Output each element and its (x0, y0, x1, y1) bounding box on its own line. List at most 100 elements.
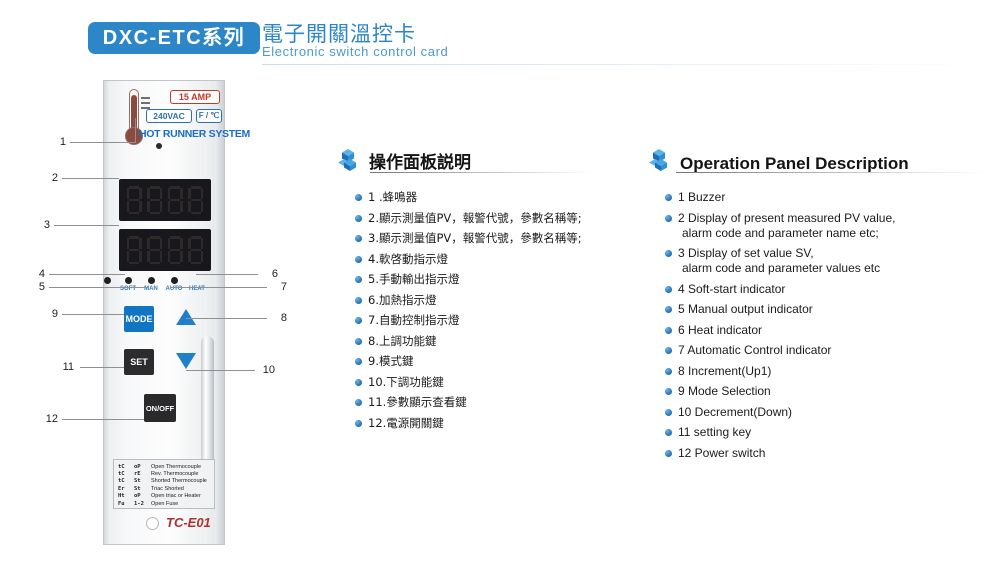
callout-number-9: 9 (51, 308, 58, 320)
temperature-unit-label: F / ℃ (198, 111, 220, 120)
bullet-icon (665, 194, 672, 201)
error-row: Er St Triac Shorted (118, 485, 210, 492)
list-item-label: 8.上調功能鍵 (368, 333, 437, 348)
list-item: 1 .蜂鳴器 (355, 190, 625, 205)
error-code-1: tC (118, 471, 125, 478)
list-item-label: 7 Automatic Control indicator (678, 343, 832, 357)
led-man (148, 277, 155, 284)
list-item: 4 Soft-start indicator (665, 282, 975, 297)
error-code-1: Ht (118, 493, 125, 500)
amp-rating-label: 15 AMP (178, 91, 212, 102)
callout-line-8 (186, 318, 267, 319)
error-code-1: tC (118, 478, 125, 485)
header-divider (262, 64, 987, 65)
list-item: 12 Power switch (665, 446, 975, 461)
callout-number-6: 6 (271, 268, 278, 280)
list-item-label: 11 setting key (678, 425, 752, 439)
list-item: 11 setting key (665, 425, 975, 440)
bullet-icon (355, 358, 362, 365)
callout-number-5: 5 (38, 281, 45, 293)
led-label-man: MAN (144, 286, 158, 292)
bullet-icon (355, 378, 362, 386)
list-item-sublabel: alarm code and parameter values etc (682, 261, 881, 275)
callout-number-1: 1 (59, 136, 66, 148)
callout-line-6 (196, 274, 258, 275)
led-label-auto: AUTO (165, 286, 183, 292)
error-code-table: tC oP Open Thermocouple tC rE Rev. Therm… (113, 459, 215, 509)
device-right-edge (215, 81, 224, 544)
callout-number-8: 8 (280, 312, 287, 324)
set-button[interactable]: SET (124, 349, 154, 375)
device-handle (201, 336, 214, 476)
error-code-2: rE (134, 471, 141, 478)
list-item-label: 11.參數顯示查看鍵 (368, 395, 467, 409)
bullet-icon (355, 419, 362, 427)
list-item: 12.電源開關鍵 (355, 416, 625, 431)
error-desc: Open triac or Heater (151, 493, 201, 500)
increment-up-arrow-icon[interactable] (176, 309, 196, 325)
power-button[interactable]: ON/OFF (144, 394, 176, 422)
error-row: Fu 1-2 Open Fuse (118, 500, 210, 507)
callout-number-12: 12 (45, 413, 58, 425)
error-desc: Open Fuse (151, 500, 179, 507)
device-left-edge (104, 81, 110, 544)
callout-line-2 (62, 178, 119, 179)
list-item: 1 Buzzer (665, 190, 975, 205)
panel-cn-list: 1 .蜂鳴器 2.顯示測量值PV，報警代號，參數名稱等; 3.顯示測量值PV，報… (355, 190, 625, 436)
brand-badge-label: DXC-ETC系列 (102, 27, 246, 49)
error-code-2: oP (134, 463, 141, 470)
callout-number-4: 4 (38, 268, 45, 280)
error-desc: Triac Shorted (151, 485, 184, 492)
list-item-label: 3.顯示測量值PV，報警代號，參數名稱等; (368, 231, 582, 245)
list-item-label: 2 Display of present measured PV value, (678, 210, 896, 225)
led-heat (104, 277, 111, 284)
list-item-label: 1 .蜂鳴器 (368, 190, 418, 204)
bullet-icon (355, 399, 362, 406)
cube-cluster-icon (648, 148, 672, 172)
panel-cn-header: 操作面板説明 (337, 148, 471, 172)
temperature-unit-tag: F / ℃ (196, 109, 222, 123)
panel-en-list: 1 Buzzer 2 Display of present measured P… (665, 190, 975, 466)
list-item-label: 5 Manual output indicator (678, 302, 813, 316)
error-row: tC rE Rev. Thermocouple (118, 470, 210, 477)
led-label-heat: HEAT (189, 286, 205, 292)
bullet-icon (355, 214, 362, 222)
error-row: tC St Shorted Thermocouple (118, 478, 210, 485)
error-code-2: St (134, 478, 141, 485)
bullet-icon (665, 306, 672, 313)
list-item: 7.自動控制指示燈 (355, 313, 625, 328)
bullet-icon (355, 337, 362, 345)
list-item-label: 4.軟啓動指示燈 (368, 251, 448, 266)
amp-rating-tag: 15 AMP (170, 90, 220, 104)
list-item-label: 1 Buzzer (678, 190, 726, 204)
list-item-label: 6 Heat indicator (678, 322, 763, 337)
panel-en-divider (676, 172, 987, 173)
panel-cn-title: 操作面板説明 (369, 153, 471, 173)
voltage-rating-tag: 240VAC (146, 109, 192, 123)
decrement-down-arrow-icon[interactable] (176, 353, 196, 369)
bullet-icon (665, 429, 672, 436)
callout-line-11 (80, 367, 124, 368)
list-item: 10 Decrement(Down) (665, 405, 975, 420)
bullet-icon (665, 449, 672, 457)
brand-badge: DXC-ETC系列 (88, 22, 260, 54)
buzzer-icon (156, 143, 162, 149)
list-item-label: 9 Mode Selection (678, 384, 771, 398)
mode-button[interactable]: MODE (124, 306, 154, 332)
callout-number-7: 7 (280, 281, 287, 293)
bullet-icon (665, 347, 672, 354)
bullet-icon (355, 317, 362, 324)
error-code-1: Er (118, 485, 125, 492)
bullet-icon (665, 214, 672, 222)
hot-runner-system-label: HOT RUNNER SYSTEM (139, 128, 250, 140)
list-item: 11.參數顯示查看鍵 (355, 395, 625, 410)
panel-en-title: Operation Panel Description (680, 154, 909, 173)
callout-line-3 (54, 225, 119, 226)
list-item: 2 Display of present measured PV value, … (665, 211, 975, 241)
bullet-icon (665, 285, 672, 293)
list-item: 5 Manual output indicator (665, 302, 975, 317)
pv-display (119, 179, 211, 221)
list-item: 6 Heat indicator (665, 323, 975, 338)
thermometer-icon (120, 89, 150, 147)
callout-line-1 (70, 142, 136, 143)
